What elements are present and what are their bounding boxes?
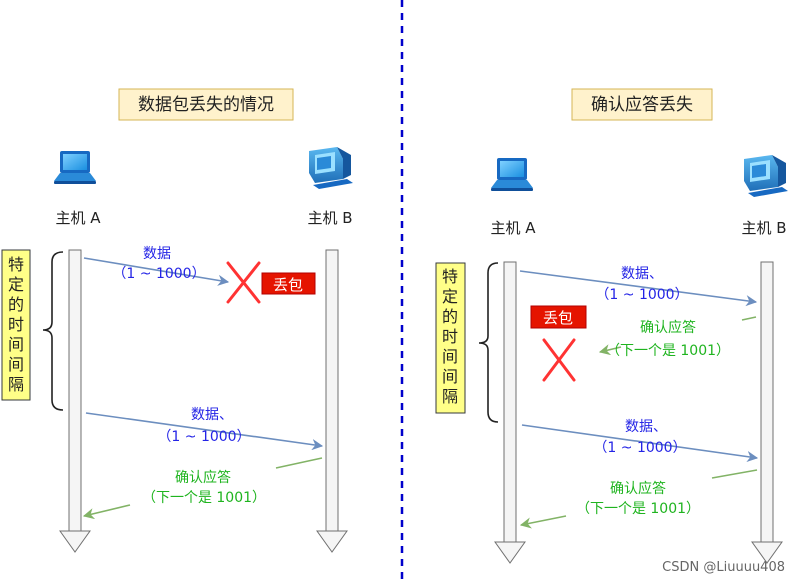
right-retransmit-label-1: 数据、 [625, 419, 667, 435]
right-interval-label: 特 定 的 时 间 间 隔 [435, 262, 466, 414]
left-ack-label-2: （下一个是 1001） [142, 490, 266, 506]
laptop-icon [54, 151, 96, 184]
right-interval-char: 间 [442, 367, 458, 386]
left-panel: 数据包丢失的情况 主机 A 主机 B 特 定 的 时 间 间 隔 数据 [1, 88, 353, 553]
right-interval-char: 间 [442, 347, 458, 366]
right-ack-arrow [519, 515, 567, 529]
right-data-label-1: 数据、 [621, 266, 663, 282]
left-interval-char: 特 [8, 255, 24, 274]
desktop-computer-icon [309, 147, 353, 189]
left-interval-brace [42, 251, 64, 411]
right-packet-loss-badge: 丢包 [530, 305, 587, 329]
left-data-arrow-retransmit [85, 412, 324, 451]
left-interval-char: 定 [8, 275, 24, 294]
left-host-a-timeline [59, 249, 91, 553]
laptop-icon [491, 158, 533, 191]
right-interval-char: 隔 [442, 387, 458, 406]
right-lost-ack-label-2: （下一个是 1001） [606, 343, 730, 359]
left-interval-char: 的 [8, 295, 24, 314]
left-panel-title-text: 数据包丢失的情况 [138, 95, 274, 115]
left-ack-label-1: 确认应答 [175, 469, 231, 486]
left-retransmit-label-1: 数据、 [191, 407, 233, 423]
left-data-label-2: （1 ~ 1000） [112, 266, 205, 282]
left-interval-label: 特 定 的 时 间 间 隔 [1, 249, 31, 401]
right-retransmit-label-2: （1 ~ 1000） [593, 440, 686, 456]
right-lost-ack-label-1: 确认应答 [640, 319, 696, 336]
watermark: CSDN @Liuuuu408 [662, 560, 785, 575]
left-packet-loss-badge: 丢包 [261, 272, 316, 295]
right-host-b-timeline [751, 261, 783, 564]
left-packet-loss-text: 丢包 [273, 276, 303, 294]
right-ack-arrow-tail-2 [711, 469, 758, 479]
left-panel-title: 数据包丢失的情况 [118, 88, 294, 121]
right-host-b-label: 主机 B [741, 219, 786, 237]
right-host-a-label: 主机 A [490, 219, 536, 237]
right-ack-arrow-lost [598, 344, 622, 356]
right-data-arrow-1 [519, 270, 758, 307]
right-data-arrow-retransmit [521, 424, 759, 463]
left-interval-char: 间 [8, 335, 24, 354]
left-host-a-label: 主机 A [55, 209, 101, 227]
right-panel-title: 确认应答丢失 [571, 88, 713, 121]
left-ack-arrow [82, 504, 131, 520]
left-ack-arrow-tail [275, 457, 323, 469]
left-retransmit-label-2: （1 ~ 1000） [157, 429, 250, 445]
left-data-label-1: 数据 [143, 246, 171, 262]
right-interval-char: 定 [442, 287, 458, 306]
right-ack-label-2: （下一个是 1001） [576, 501, 700, 517]
right-interval-char: 特 [442, 267, 458, 286]
left-host-b-label: 主机 B [307, 209, 352, 227]
right-interval-brace [478, 262, 499, 423]
right-panel-title-text: 确认应答丢失 [591, 95, 693, 115]
left-interval-char: 隔 [8, 375, 24, 394]
right-ack-label-1: 确认应答 [610, 480, 666, 497]
right-panel: 确认应答丢失 主机 A 主机 B 特 定 的 时 间 间 隔 数据、 [435, 88, 788, 564]
left-interval-char: 时 [8, 315, 24, 334]
left-data-arrow-lost [83, 257, 230, 286]
right-lost-cross-icon [542, 338, 576, 382]
right-interval-char: 时 [442, 327, 458, 346]
right-host-a-timeline [494, 261, 526, 564]
right-ack-arrow-tail [741, 316, 757, 321]
right-packet-loss-text: 丢包 [543, 309, 573, 327]
desktop-computer-icon [744, 155, 788, 197]
right-data-label-2: （1 ~ 1000） [595, 287, 688, 303]
left-host-b-timeline [316, 249, 348, 553]
right-interval-char: 的 [442, 307, 458, 326]
left-lost-cross-icon [226, 261, 261, 304]
left-interval-char: 间 [8, 355, 24, 374]
